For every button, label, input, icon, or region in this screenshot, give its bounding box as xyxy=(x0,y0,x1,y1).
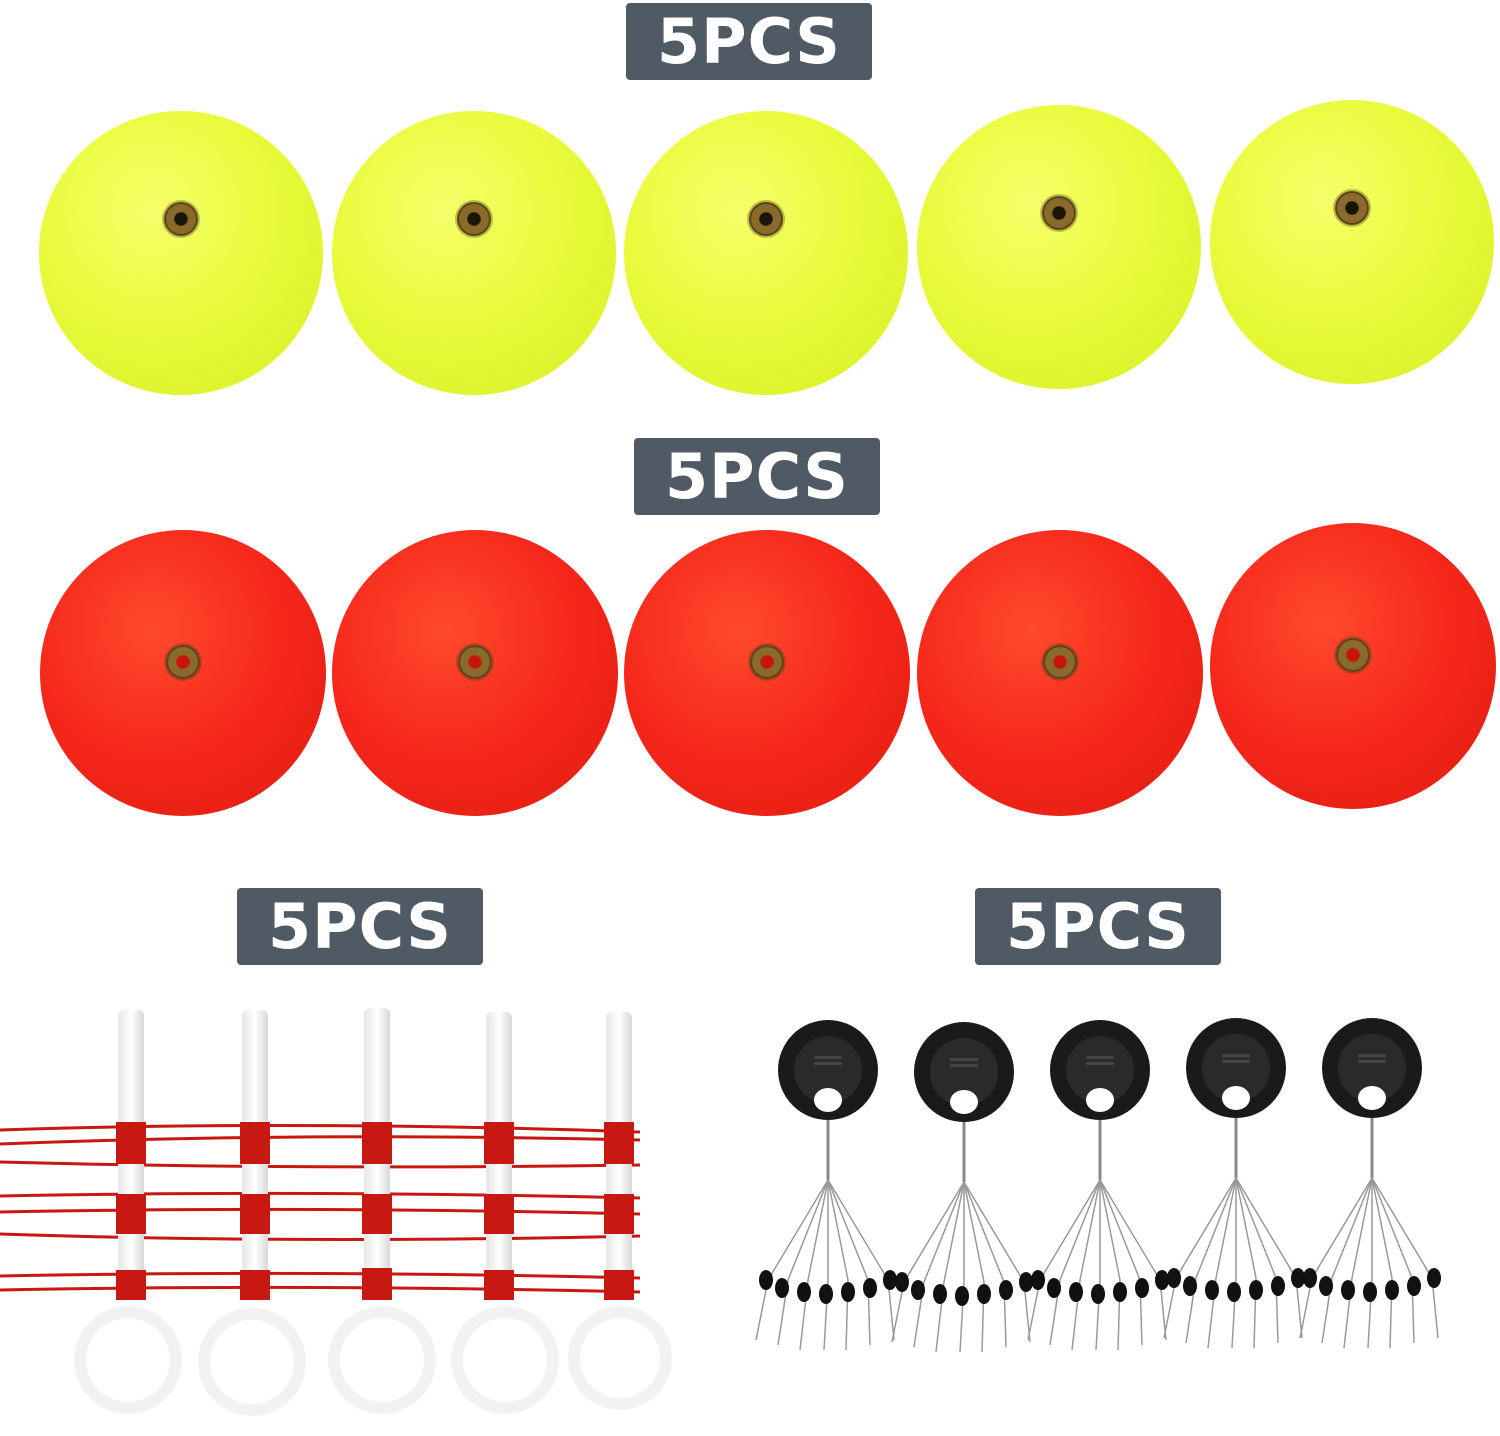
float-stopper xyxy=(568,1012,672,1410)
eyelet-icon xyxy=(457,201,491,236)
yellow-float-ball xyxy=(332,111,616,395)
eyelet-icon xyxy=(164,201,198,236)
eyelet-icon xyxy=(166,644,200,679)
red-floats-quantity-badge: 5PCS xyxy=(634,438,880,515)
eyelet-icon xyxy=(1335,190,1369,225)
red-float-ball xyxy=(332,530,618,816)
eyelet-icon xyxy=(1043,644,1077,679)
eyelet-icon xyxy=(1336,637,1370,672)
float-stoppers-illustration xyxy=(0,1008,672,1416)
eyelet-icon xyxy=(750,644,784,679)
float-stopper xyxy=(451,1012,559,1414)
yellow-floats-quantity-badge: 5PCS xyxy=(626,3,872,80)
yellow-float-ball xyxy=(39,111,323,395)
eyelet-icon xyxy=(749,201,783,236)
red-fishing-line xyxy=(0,1123,641,1294)
red-float-ball xyxy=(917,530,1203,816)
bead-stopper-set xyxy=(1026,1018,1171,1352)
float-stoppers-quantity-badge: 5PCS xyxy=(237,888,483,965)
float-stopper xyxy=(198,1010,306,1416)
eyelet-icon xyxy=(458,644,492,679)
bead-stopper-set xyxy=(890,1020,1035,1354)
yellow-float-ball xyxy=(917,105,1201,389)
red-float-ball xyxy=(1210,523,1496,809)
red-float-ball xyxy=(624,530,910,816)
float-stopper xyxy=(328,1008,436,1414)
bead-stopper-set xyxy=(1162,1016,1307,1350)
bead-stopper-set xyxy=(1298,1016,1443,1350)
eyelet-icon xyxy=(1042,195,1076,230)
bead-stoppers-quantity-badge: 5PCS xyxy=(975,888,1221,965)
bead-stopper-set xyxy=(754,1018,899,1352)
yellow-float-ball xyxy=(1210,100,1494,384)
float-stopper xyxy=(74,1010,182,1414)
yellow-float-ball xyxy=(624,111,908,395)
red-float-ball xyxy=(40,530,326,816)
